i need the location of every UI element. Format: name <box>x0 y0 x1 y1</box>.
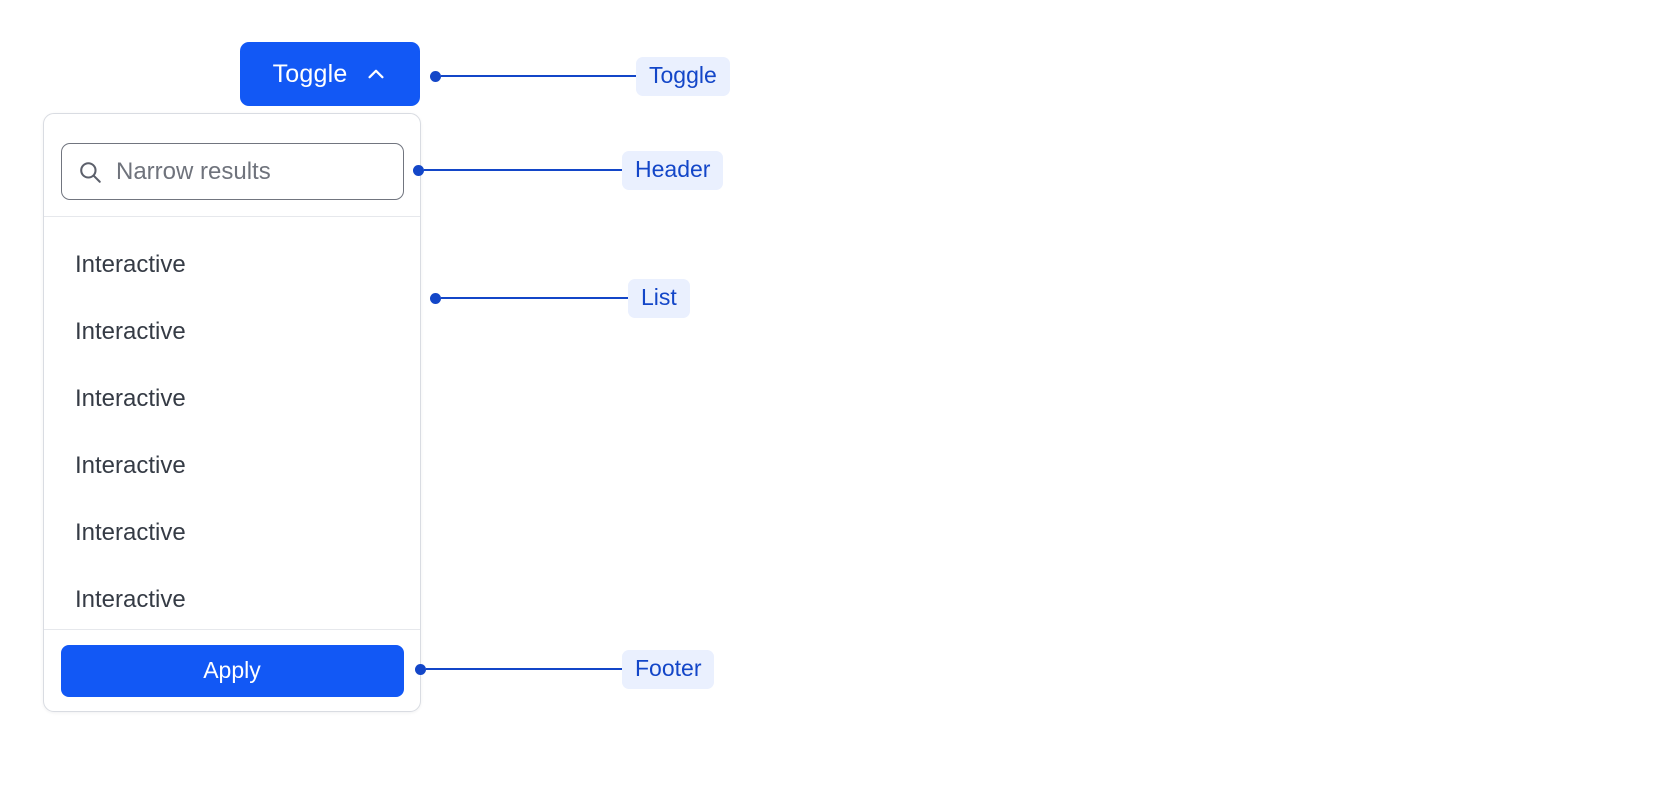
list-item-label: Interactive <box>75 585 186 613</box>
annotation-leader-line <box>441 296 628 300</box>
annotation-dot-icon <box>430 70 441 82</box>
panel-header <box>44 114 420 217</box>
toggle-button-label: Toggle <box>272 59 348 88</box>
list-item-label: Interactive <box>75 317 186 345</box>
panel-footer: Apply <box>44 629 420 711</box>
dropdown-panel: Interactive Interactive Interactive Inte… <box>43 113 421 712</box>
list-item[interactable]: Interactive <box>44 365 420 432</box>
list-item[interactable]: Interactive <box>44 432 420 499</box>
annotation-dot-icon <box>430 292 441 304</box>
list-item[interactable]: Interactive <box>44 231 420 298</box>
list-item-label: Interactive <box>75 451 186 479</box>
list-item[interactable]: Interactive <box>44 566 420 629</box>
panel-list: Interactive Interactive Interactive Inte… <box>44 217 420 629</box>
annotation-dot-icon <box>413 164 424 176</box>
annotation-leader-line <box>424 168 622 172</box>
search-field-wrapper[interactable] <box>61 143 420 200</box>
annotation-leader-line <box>441 74 636 78</box>
list-item[interactable]: Interactive <box>44 298 420 365</box>
list-item[interactable]: Interactive <box>44 499 420 566</box>
list-item-label: Interactive <box>75 250 186 278</box>
chevron-up-icon <box>365 63 387 85</box>
annotation-label-toggle: Toggle <box>636 56 730 96</box>
annotation-label-footer: Footer <box>622 649 715 689</box>
apply-button[interactable]: Apply <box>60 644 404 697</box>
search-icon <box>77 159 103 185</box>
annotation-label-list: List <box>628 278 690 318</box>
toggle-button[interactable]: Toggle <box>240 42 420 106</box>
search-input[interactable] <box>103 144 420 199</box>
list-item-label: Interactive <box>75 518 186 546</box>
list-item-label: Interactive <box>75 384 186 412</box>
annotation-leader-line <box>426 667 622 671</box>
annotation-dot-icon <box>415 663 426 675</box>
annotation-label-header: Header <box>622 150 724 190</box>
